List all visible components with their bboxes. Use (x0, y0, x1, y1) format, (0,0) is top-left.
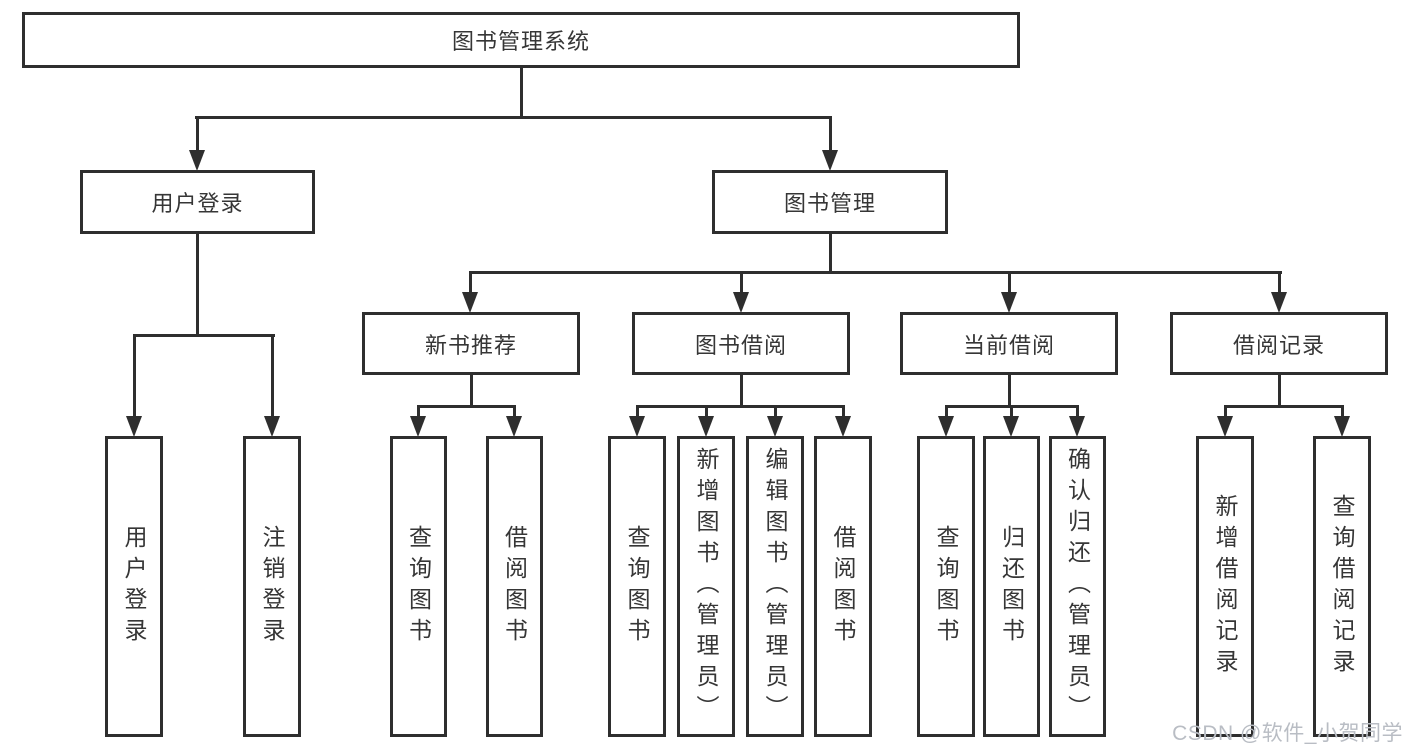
leaf-add-book-admin: 新增图书（管理员） (677, 436, 735, 737)
connector-drop-current-borrow (1008, 271, 1011, 294)
leaf-add-borrow-record: 新增借阅记录 (1196, 436, 1254, 737)
arrowhead-down-icon (1069, 416, 1085, 437)
arrowhead-down-icon (1003, 416, 1019, 437)
leaf-borrow-books-recommend: 借阅图书 (486, 436, 543, 737)
arrowhead-down-icon (506, 416, 522, 437)
connector-root-stem (520, 68, 523, 118)
leaf-edit-book-admin: 编辑图书（管理员） (746, 436, 804, 737)
connector-user-login-stem (196, 233, 199, 337)
connector-drop-leaf (842, 405, 845, 418)
connector-drop-leaf (417, 405, 420, 418)
arrowhead-down-icon (1271, 292, 1287, 313)
connector-drop-leaf (1224, 405, 1227, 418)
node-book-management: 图书管理 (712, 170, 948, 234)
arrowhead-down-icon (1217, 416, 1233, 437)
connector-current-borrow-stem (1008, 373, 1011, 408)
node-book-borrowing: 图书借阅 (632, 312, 850, 375)
arrowhead-down-icon (264, 416, 280, 437)
connector-new-book-rail (417, 405, 516, 408)
arrowhead-down-icon (733, 292, 749, 313)
connector-drop-book-mgmt (829, 116, 832, 152)
connector-root-rail (195, 116, 831, 119)
arrowhead-down-icon (126, 416, 142, 437)
leaf-borrow-books: 借阅图书 (814, 436, 872, 737)
connector-drop-leaf (271, 334, 274, 420)
connector-drop-leaf (1341, 405, 1344, 418)
leaf-logout: 注销登录 (243, 436, 301, 737)
leaf-query-books-recommend: 查询图书 (390, 436, 447, 737)
connector-book-mgmt-rail (469, 271, 1282, 274)
leaf-user-login: 用户登录 (105, 436, 163, 737)
arrowhead-down-icon (189, 150, 205, 171)
connector-book-borrow-rail (636, 405, 845, 408)
node-library-system: 图书管理系统 (22, 12, 1020, 68)
node-user-login: 用户登录 (80, 170, 315, 234)
arrowhead-down-icon (767, 416, 783, 437)
arrowhead-down-icon (822, 150, 838, 171)
leaf-query-books-borrow: 查询图书 (608, 436, 666, 737)
connector-drop-leaf (774, 405, 777, 418)
connector-drop-leaf (1010, 405, 1013, 418)
arrowhead-down-icon (1001, 292, 1017, 313)
leaf-return-books: 归还图书 (983, 436, 1040, 737)
arrowhead-down-icon (938, 416, 954, 437)
connector-drop-leaf (636, 405, 639, 418)
connector-drop-book-borrow (740, 271, 743, 294)
arrowhead-down-icon (462, 292, 478, 313)
connector-user-login-rail (133, 334, 275, 337)
node-borrowing-records: 借阅记录 (1170, 312, 1388, 375)
node-new-book-recommendation: 新书推荐 (362, 312, 580, 375)
connector-new-book-stem (470, 373, 473, 408)
arrowhead-down-icon (410, 416, 426, 437)
arrowhead-down-icon (629, 416, 645, 437)
connector-drop-leaf (513, 405, 516, 418)
node-current-borrowing: 当前借阅 (900, 312, 1118, 375)
connector-drop-new-book (469, 271, 472, 294)
csdn-watermark: CSDN @软件_小贺同学 (1172, 722, 1403, 745)
connector-drop-leaf (1076, 405, 1079, 418)
connector-drop-leaf (705, 405, 708, 418)
arrowhead-down-icon (698, 416, 714, 437)
connector-drop-leaf (133, 334, 136, 420)
arrowhead-down-icon (1334, 416, 1350, 437)
connector-drop-user-login (196, 116, 199, 152)
leaf-query-borrow-record: 查询借阅记录 (1313, 436, 1371, 737)
arrowhead-down-icon (835, 416, 851, 437)
connector-drop-leaf (945, 405, 948, 418)
connector-book-mgmt-stem (829, 233, 832, 274)
connector-borrow-records-rail (1224, 405, 1344, 408)
leaf-confirm-return-admin: 确认归还（管理员） (1049, 436, 1106, 737)
leaf-query-books-current: 查询图书 (917, 436, 975, 737)
connector-drop-borrow-records (1278, 271, 1281, 294)
connector-book-borrow-stem (740, 373, 743, 408)
connector-borrow-records-stem (1278, 373, 1281, 408)
